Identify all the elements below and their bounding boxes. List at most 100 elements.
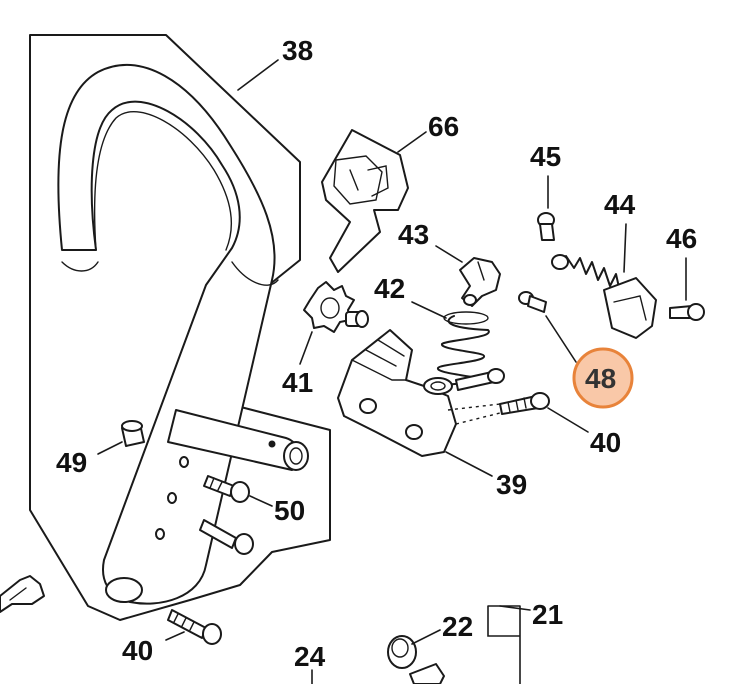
leader-41 <box>299 331 313 365</box>
leader-50 <box>249 495 273 507</box>
screw-shank <box>203 475 235 497</box>
housing-spring-seat <box>423 377 453 395</box>
part-44-spring-assembly[interactable] <box>551 254 657 339</box>
housing-hole <box>405 424 423 440</box>
screw-shank <box>199 519 237 549</box>
screw-shank <box>527 295 547 313</box>
screw-thread <box>209 477 223 491</box>
leader-38 <box>237 59 279 91</box>
leader-48 <box>545 315 577 363</box>
leader-40-bottom <box>165 631 185 641</box>
spring-pin-head <box>551 254 569 270</box>
handle-loop <box>57 63 276 605</box>
screw-head <box>234 533 254 555</box>
housing-fin <box>377 339 405 357</box>
part-50-screw[interactable] <box>203 475 250 503</box>
screw-thread <box>507 397 527 413</box>
leader-42 <box>411 301 447 319</box>
leader-43 <box>435 245 463 263</box>
screw-head <box>487 368 505 384</box>
lever-pivot <box>463 294 477 306</box>
leader-40-right <box>547 407 589 433</box>
leader-44 <box>623 223 627 273</box>
callout-44: 44 <box>604 189 636 220</box>
part-45-screw[interactable] <box>537 212 555 241</box>
callout-48-highlight[interactable] <box>572 347 634 409</box>
callout-43: 43 <box>398 219 429 250</box>
part-39-housing[interactable] <box>337 329 457 457</box>
callout-49: 49 <box>56 447 87 478</box>
cap-face <box>391 638 409 658</box>
assembly-dash-line <box>455 411 505 425</box>
screw-shank <box>167 609 207 639</box>
handle-grip-band-left <box>61 261 99 272</box>
part-49-bushing[interactable] <box>121 420 145 447</box>
part-48-screw[interactable] <box>518 291 547 313</box>
housing-fin <box>351 359 407 381</box>
callout-46: 46 <box>666 223 697 254</box>
leader-49 <box>97 441 123 455</box>
group-bracket-21 <box>487 605 521 685</box>
handle-grip-band-right <box>231 261 279 286</box>
bracket-latch <box>367 165 389 197</box>
handle-hole <box>167 492 177 504</box>
handle-frame-outline <box>29 34 331 621</box>
screw-thread <box>173 613 195 631</box>
end-cap <box>603 277 657 339</box>
part-46-screw[interactable] <box>669 303 705 321</box>
callout-45: 45 <box>530 141 561 172</box>
leader-21 <box>499 605 531 611</box>
part-screw-lower[interactable] <box>199 519 254 555</box>
callout-24: 24 <box>294 641 326 672</box>
part-66-bracket[interactable] <box>321 129 409 273</box>
callout-22: 22 <box>442 611 473 642</box>
partial-clip-edge <box>9 587 27 601</box>
partial-clip <box>0 575 45 613</box>
callout-21: 21 <box>532 599 563 630</box>
assembly-dash-line <box>447 403 501 411</box>
leader-39 <box>445 451 493 477</box>
housing-hole <box>359 398 377 414</box>
part-43-lever[interactable] <box>459 257 501 307</box>
callout-40-bottom: 40 <box>122 635 153 666</box>
housing-fin <box>365 349 397 367</box>
part-41-gear[interactable] <box>303 281 369 333</box>
screw-head <box>530 392 550 410</box>
part-partial-left <box>0 575 45 613</box>
part-screw-upper[interactable] <box>455 368 505 391</box>
callout-39: 39 <box>496 469 527 500</box>
housing-spring-seat-bore <box>430 381 446 391</box>
part-40-screw-bottom[interactable] <box>167 609 222 645</box>
bushing-top <box>121 420 143 432</box>
leader-22 <box>411 629 441 645</box>
handle-hole <box>268 440 276 448</box>
screw-head <box>687 303 705 321</box>
callout-40-right: 40 <box>590 427 621 458</box>
handle-inner-edge <box>93 111 232 251</box>
callout-66: 66 <box>428 111 459 142</box>
handle-foot <box>105 577 143 603</box>
screw-head <box>202 623 222 645</box>
callout-38: 38 <box>282 35 313 66</box>
screw-head <box>230 481 250 503</box>
callout-42: 42 <box>374 273 405 304</box>
gear-hub <box>320 297 340 319</box>
leader-66 <box>397 131 427 153</box>
cap-body <box>387 635 417 669</box>
bracket-window <box>333 155 383 205</box>
handle-hole <box>155 528 165 540</box>
partial-part <box>409 663 445 685</box>
handle-hole <box>179 456 189 468</box>
screw-shank <box>539 223 555 241</box>
part-22-cap[interactable] <box>387 635 445 685</box>
callout-48: 48 <box>585 363 616 394</box>
handle-bar-end <box>283 441 309 471</box>
callout-41: 41 <box>282 367 313 398</box>
bracket-detail <box>349 169 359 191</box>
part-38-front-handle[interactable] <box>29 34 331 621</box>
part-40-screw-right[interactable] <box>499 392 550 415</box>
lever-notch <box>477 261 485 281</box>
housing-body <box>337 329 457 457</box>
